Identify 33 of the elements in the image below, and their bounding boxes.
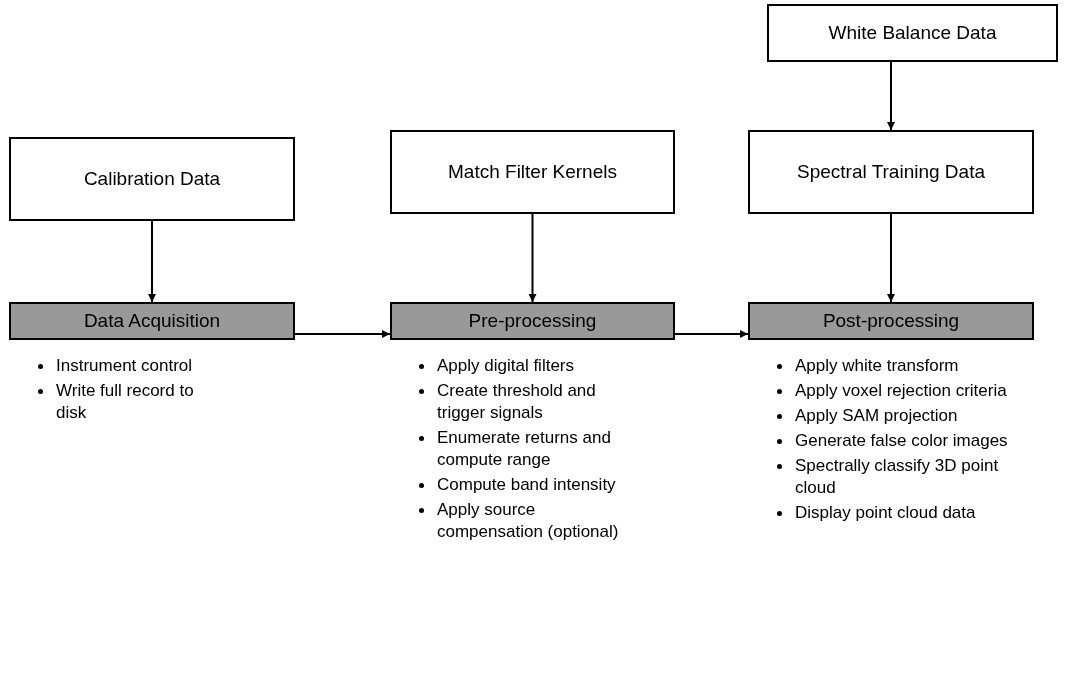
data-box	[767, 4, 1058, 62]
box-label: Post-processing	[822, 310, 960, 332]
data-box	[9, 137, 295, 221]
box-label: Match Filter Kernels	[448, 161, 617, 183]
box-label: Spectral Training Data	[797, 161, 985, 183]
bullet-text: Instrument control	[56, 355, 194, 377]
process-box	[9, 302, 295, 340]
arrow	[887, 213, 895, 303]
bullet-text: Write full record to disk	[56, 380, 195, 424]
arrow	[294, 330, 391, 338]
data-box	[390, 130, 675, 214]
bullet-text: Apply source compensation (optional)	[437, 499, 620, 543]
bullet-text: Apply digital filters	[437, 355, 575, 377]
bullet-text: Display point cloud data	[795, 502, 977, 524]
bullet-text: Apply voxel rejection criteria	[795, 380, 1008, 402]
data-box	[748, 130, 1034, 214]
box-label: Pre-processing	[468, 310, 597, 332]
bullet-text: Apply white transform	[795, 355, 960, 377]
bullet-text: Compute band intensity	[437, 474, 617, 496]
box-label: White Balance Data	[828, 22, 997, 44]
bullet-text: Spectrally classify 3D point cloud	[795, 455, 1000, 499]
arrow	[148, 220, 156, 303]
box-label: Calibration Data	[83, 168, 221, 190]
bullet-text: Apply SAM projection	[795, 405, 959, 427]
arrow	[674, 330, 749, 338]
bullet-text: Enumerate returns and compute range	[437, 427, 612, 471]
process-box	[390, 302, 675, 340]
arrow	[528, 213, 537, 303]
bullet-text: Create threshold and trigger signals	[437, 380, 597, 424]
process-box	[748, 302, 1034, 340]
box-label: Data Acquisition	[83, 310, 221, 332]
bullet-text: Generate false color images	[795, 430, 1009, 452]
arrow	[887, 61, 895, 131]
